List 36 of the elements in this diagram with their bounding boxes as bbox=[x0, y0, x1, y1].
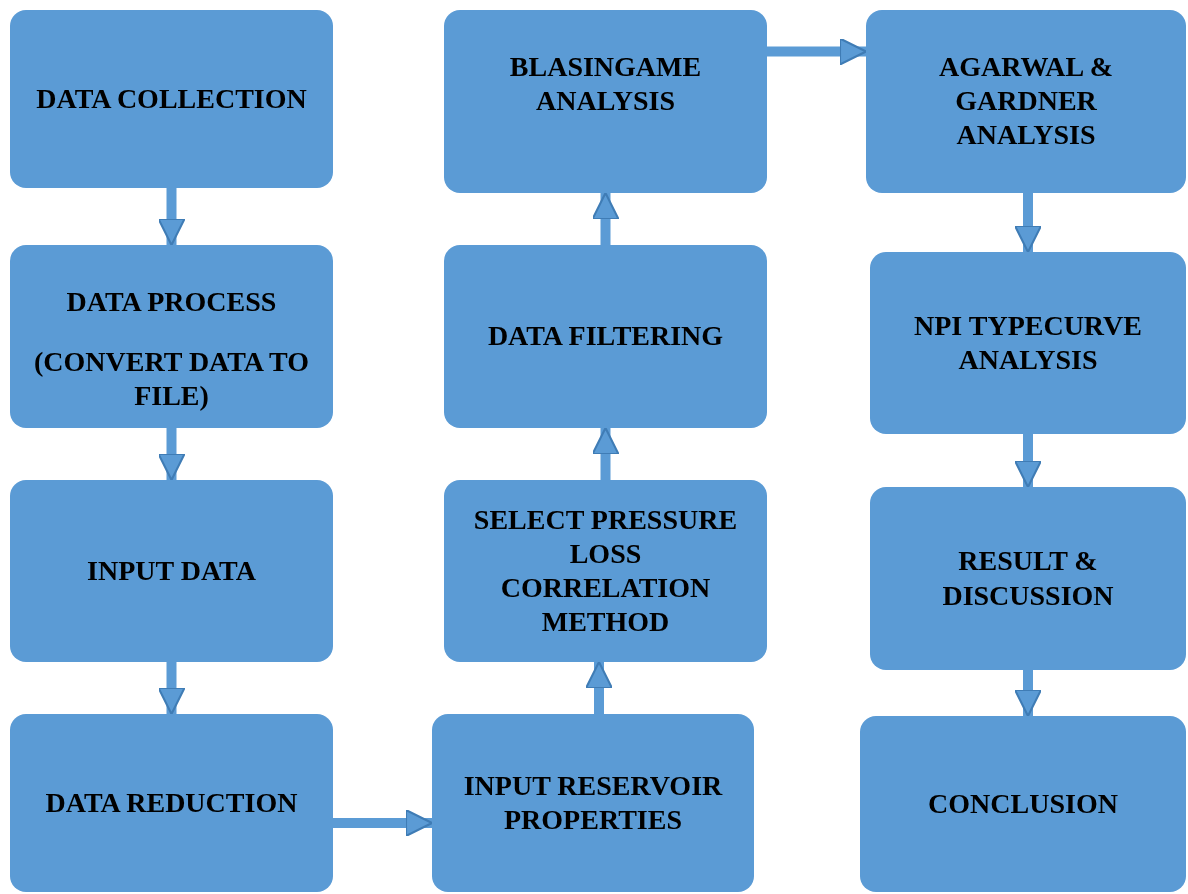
block-arrow bbox=[591, 191, 620, 245]
box-label: DATA REDUCTION bbox=[45, 785, 298, 820]
box-label: (CONVERT DATA TO FILE) bbox=[33, 345, 310, 414]
process-box bbox=[444, 245, 767, 428]
block-arrow bbox=[1013, 434, 1043, 489]
block-arrow bbox=[157, 428, 186, 482]
block-arrow bbox=[1013, 670, 1043, 718]
process-box bbox=[866, 10, 1186, 193]
process-box bbox=[860, 716, 1186, 892]
box-label: INPUT RESERVOIR PROPERTIES bbox=[462, 768, 724, 837]
process-box bbox=[870, 487, 1186, 670]
block-arrow bbox=[333, 808, 434, 838]
box-label: NPI TYPECURVE ANALYSIS bbox=[913, 308, 1143, 377]
box-label: RESULT & DISCUSSION bbox=[941, 544, 1115, 613]
process-box bbox=[10, 480, 333, 662]
block-arrow bbox=[584, 660, 614, 714]
process-box bbox=[432, 714, 754, 892]
process-box bbox=[444, 480, 767, 662]
box-label: DATA COLLECTION bbox=[36, 81, 307, 116]
block-arrow bbox=[157, 188, 186, 247]
box-label: AGARWAL & GARDNER ANALYSIS bbox=[938, 50, 1114, 153]
box-label: DATA PROCESS bbox=[66, 285, 277, 319]
block-arrow bbox=[767, 37, 868, 66]
process-box bbox=[10, 714, 333, 892]
box-label: BLASINGAME ANALYSIS bbox=[508, 50, 703, 119]
block-arrow bbox=[157, 662, 186, 716]
process-box bbox=[870, 252, 1186, 434]
block-arrow bbox=[1013, 193, 1043, 254]
box-label: INPUT DATA bbox=[87, 553, 256, 588]
process-box bbox=[10, 10, 333, 188]
block-arrow bbox=[591, 426, 620, 480]
process-box bbox=[10, 245, 333, 428]
box-label: CONCLUSION bbox=[928, 786, 1118, 821]
box-label: DATA FILTERING bbox=[487, 319, 724, 354]
box-label: SELECT PRESSURE LOSS CORRELATION METHOD bbox=[472, 502, 739, 640]
process-box bbox=[444, 10, 767, 193]
